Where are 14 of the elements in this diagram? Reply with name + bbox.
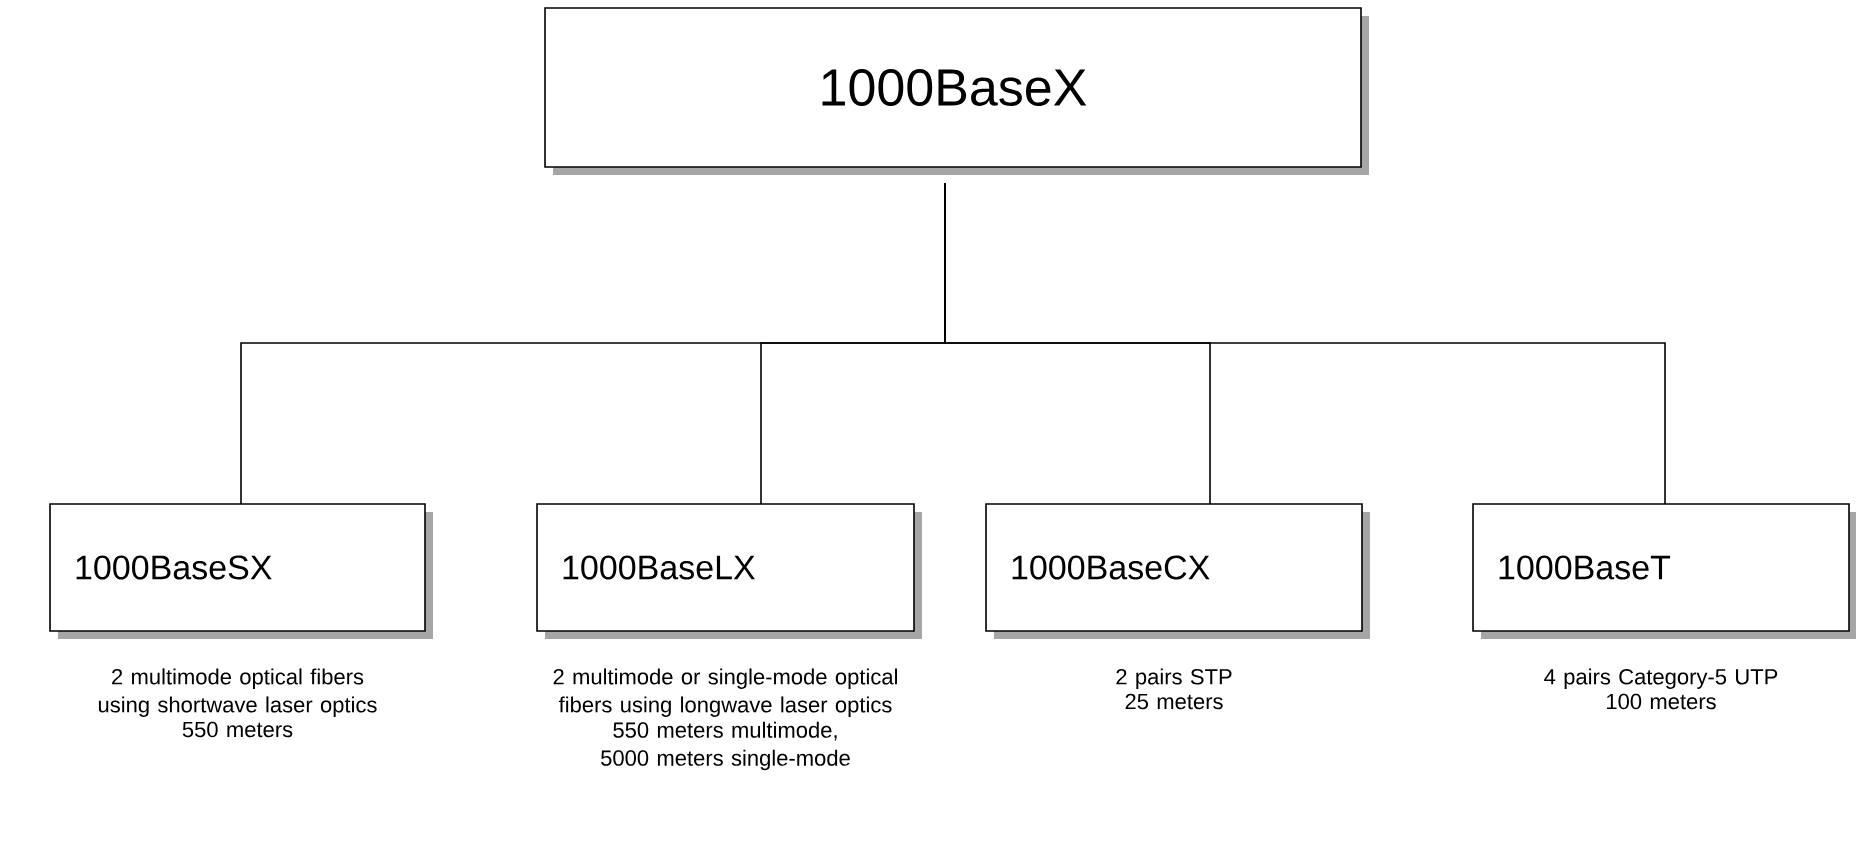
standard-box: 1000BaseLX (536, 503, 922, 639)
title-box: 1000BaseX (544, 7, 1369, 175)
description-text: 100 meters (1607, 693, 1716, 710)
description-text: 4 pairs Category-5 UTP (1544, 668, 1778, 689)
description-text: 2 multimode or single-mode optical fibers using longwave laser optics (553, 668, 897, 717)
standard-box: 1000BaseCX (985, 503, 1370, 639)
standard-box: 1000BaseT (1472, 503, 1856, 639)
description-text: 550 meters (182, 721, 293, 738)
standard-box: 1000BaseSX (49, 503, 433, 639)
description-text: 550 meters multimode, 5000 meters single-mode (601, 721, 850, 771)
description-text: 25 meters (1125, 693, 1223, 710)
connector-line (944, 182, 1666, 505)
description-text: 2 pairs STP (1116, 668, 1232, 689)
description-text: 2 multimode optical fibers using shortwave laser optics (98, 668, 377, 717)
